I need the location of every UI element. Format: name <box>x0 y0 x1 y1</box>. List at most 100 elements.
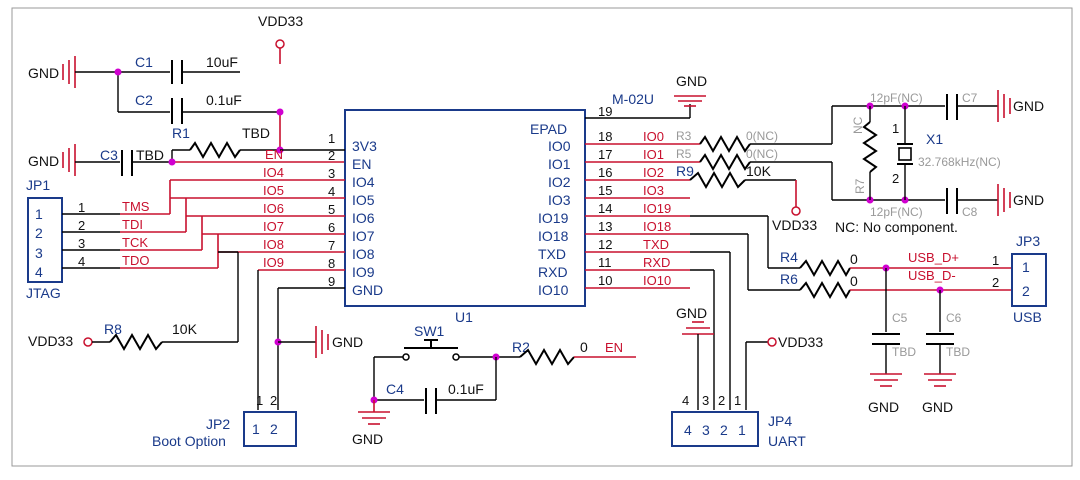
jp3-connector: JP3 1 2 USB <box>1011 233 1047 325</box>
u1-pin-num: 2 <box>328 148 335 163</box>
u1-pin-num: 9 <box>328 274 335 289</box>
jp3-label: USB <box>1013 309 1042 325</box>
jp1-connector: JP1 1 2 3 4 JTAG <box>26 177 63 301</box>
r6-value: 0 <box>850 273 858 289</box>
c3-value: TBD <box>136 147 164 163</box>
gnd-c1-label: GND <box>28 65 59 81</box>
u1-pin-name: GND <box>352 282 383 298</box>
jp1-pin: 1 <box>35 206 43 222</box>
u1-pin-num: 14 <box>598 201 612 216</box>
u1-pin-name: IO10 <box>538 282 569 298</box>
jp4-pin: 3 <box>702 422 710 438</box>
jp2-pin: 2 <box>270 421 278 437</box>
jp1-pin: 4 <box>35 264 43 280</box>
u1-pin-name: IO9 <box>352 264 375 280</box>
c8-value: 12pF(NC) <box>870 205 923 219</box>
u1-pin-name: EN <box>352 156 371 172</box>
net-label-tck: TCK <box>122 235 148 250</box>
c4-value: 0.1uF <box>448 381 484 397</box>
c4-ref: C4 <box>386 381 404 397</box>
r8-value: 10K <box>172 321 198 337</box>
jp1-pin: 2 <box>35 225 43 241</box>
u1-chip: U1 M-02U <box>344 91 654 325</box>
gnd-c1-symbol: GND <box>28 56 170 88</box>
net-label-io0: IO0 <box>643 129 664 144</box>
gnd-epad-label: GND <box>676 73 707 89</box>
net-label-io4: IO4 <box>263 165 284 180</box>
r6-ref: R6 <box>780 271 798 287</box>
gnd-c8-label: GND <box>1013 192 1044 208</box>
jp1-wire-pin: 3 <box>78 236 85 251</box>
jp4-connector: 4 3 2 1 JP4 UART <box>671 411 806 449</box>
net-label-io9: IO9 <box>263 255 284 270</box>
c7-value: 12pF(NC) <box>870 91 923 105</box>
c6-value: TBD <box>946 345 970 359</box>
net-label-io3: IO3 <box>643 183 664 198</box>
u1-right-pins: 19 EPAD 18 IO0 IO0 17 IO1 IO1 16 IO2 IO2… <box>530 104 700 298</box>
usb-dm-net-label: USB_D- <box>908 268 956 283</box>
net-label-io18: IO18 <box>643 219 671 234</box>
c2-ref: C2 <box>135 92 153 108</box>
jp4-wire-pin: 2 <box>718 393 725 408</box>
u1-pin-name: IO1 <box>548 156 571 172</box>
r4-ref: R4 <box>780 249 798 265</box>
c1-value: 10uF <box>206 54 238 70</box>
nc-note: NC: No component. <box>835 219 958 235</box>
gnd-epad-symbol: GND <box>674 73 707 107</box>
u1-pin-num: 10 <box>598 273 612 288</box>
r5-value: 0(NC) <box>746 147 778 161</box>
u1-pin-name: IO18 <box>538 228 569 244</box>
net-label-io1: IO1 <box>643 147 664 162</box>
jp1-wire-pin: 2 <box>78 218 85 233</box>
gnd-c4-symbol: GND <box>352 400 390 447</box>
gnd-c8-symbol: GND <box>997 184 1044 216</box>
u1-pin-name: RXD <box>538 264 568 280</box>
jp2-label: Boot Option <box>152 433 226 449</box>
u1-pin-num: 4 <box>328 184 335 199</box>
r3-ref: R3 <box>676 129 692 143</box>
jp4-wire-pin: 3 <box>702 393 709 408</box>
r8-ref: R8 <box>104 321 122 337</box>
u1-pin-name: 3V3 <box>352 138 377 154</box>
net-label-io8: IO8 <box>263 237 284 252</box>
vdd33-r8-label: VDD33 <box>28 333 73 349</box>
u1-pin-num: 3 <box>328 166 335 181</box>
net-label-rxd: RXD <box>643 255 670 270</box>
u1-pin-name: IO3 <box>548 192 571 208</box>
jp3-ref: JP3 <box>1016 233 1040 249</box>
gnd-c5-symbol: GND <box>868 373 902 415</box>
rnc-ref: NC <box>851 116 865 134</box>
gnd-jp4-label: GND <box>676 305 707 321</box>
c3-ref: C3 <box>100 147 118 163</box>
u1-pin-num: 12 <box>598 237 612 252</box>
vdd33-jp4-label: VDD33 <box>778 334 823 350</box>
sw1-switch: SW1 <box>402 323 460 361</box>
jp1-wire-pin: 1 <box>78 200 85 215</box>
c5-ref: C5 <box>892 311 908 325</box>
gnd-c7-label: GND <box>1013 98 1044 114</box>
jp2-wire-pin: 2 <box>270 393 277 408</box>
jp2-ref: JP2 <box>206 416 230 432</box>
r5-ref: R5 <box>676 147 692 161</box>
u1-pin-num: 15 <box>598 183 612 198</box>
r4-value: 0 <box>850 251 858 267</box>
u1-pin-num: 17 <box>598 147 612 162</box>
x1-value: 32.768kHz(NC) <box>918 155 1001 169</box>
c2-value: 0.1uF <box>206 92 242 108</box>
c1-ref: C1 <box>135 54 153 70</box>
u1-pin-num: 6 <box>328 220 335 235</box>
gnd-c3-label: GND <box>28 153 59 169</box>
u1-pin-name: IO2 <box>548 174 571 190</box>
u1-pin-num: 16 <box>598 165 612 180</box>
u1-pin-num: 18 <box>598 129 612 144</box>
u1-pin-name: TXD <box>538 246 566 262</box>
r1-ref: R1 <box>172 125 190 141</box>
u1-pin-name: IO4 <box>352 174 375 190</box>
gnd-jp2-label: GND <box>332 334 363 350</box>
net-label-io2: IO2 <box>643 165 664 180</box>
u1-pin-name: EPAD <box>530 121 567 137</box>
u1-pin-num: 8 <box>328 256 335 271</box>
jp4-wire-pin: 1 <box>734 393 741 408</box>
r2-value: 0 <box>580 339 588 355</box>
gnd-c6-label: GND <box>922 399 953 415</box>
